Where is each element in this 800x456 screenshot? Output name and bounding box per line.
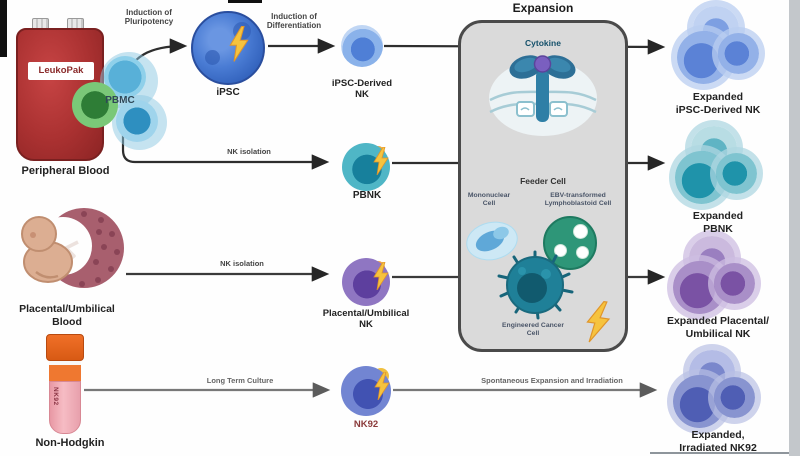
cytokine-receptor-illustration <box>489 55 597 136</box>
cell-blob <box>716 153 757 194</box>
label-line: Umbilical NK <box>685 327 751 340</box>
screen-edge-artifact <box>228 0 262 3</box>
expanded-ipsc-nk-cells <box>676 6 762 90</box>
expansion-title: Expansion <box>512 1 574 15</box>
label-line: Cell <box>526 330 540 338</box>
label-line: Differentiation <box>266 21 322 31</box>
nk-isolation-pb-label: NK isolation <box>227 147 271 156</box>
ipsc-derived-nk-cell <box>341 25 383 67</box>
ipsc-derived-nk-label: iPSC-Derived NK <box>320 78 404 101</box>
tube-body <box>49 381 81 434</box>
pbmc-cell-green <box>72 82 118 128</box>
lightning-bolt-icon <box>373 262 389 290</box>
label-line: Mononuclear <box>467 192 511 199</box>
cell-blob <box>714 377 755 418</box>
label-line: Expanded <box>692 210 744 222</box>
label-line: NK <box>355 89 369 101</box>
tube-band-orange <box>49 365 81 381</box>
non-hodgkin-label: Non-Hodgkin <box>35 437 105 449</box>
lightning-bolt-icon <box>586 300 611 343</box>
pbmc-label: PBMC <box>105 95 135 106</box>
long-term-culture-label: Long Term Culture <box>206 376 274 385</box>
lightning-bolt-icon <box>373 147 389 175</box>
label-line: Placental/Umbilical <box>19 303 115 315</box>
induction-pluripotency-label: Induction of Pluripotency <box>106 8 192 26</box>
label-line: Placental/Umbilical <box>322 308 410 319</box>
label-line: Induction of <box>126 8 172 17</box>
label-line: NK <box>359 319 373 331</box>
label-line: Pluripotency <box>124 17 174 27</box>
cell-blob <box>718 33 759 74</box>
tube-cap <box>46 334 84 361</box>
lightning-bolt-icon <box>374 372 390 400</box>
label-line: Irradiated NK92 <box>679 441 757 454</box>
ipsc-cell <box>191 11 265 85</box>
label-line: iPSC-Derived <box>331 78 393 89</box>
label-line: Expanded Placental/ <box>666 315 770 327</box>
arrow-pbmc-to-pbnk <box>121 130 330 170</box>
label-line: Induction of <box>271 12 317 21</box>
ebv-cell-label: EBV-transformed Lymphoblastoid Cell <box>531 192 625 209</box>
expanded-placental-nk-label: Expanded Placental/ Umbilical NK <box>648 315 788 340</box>
tube-band-white <box>49 361 81 365</box>
placental-blood-label: Placental/Umbilical Blood <box>8 303 126 328</box>
expanded-placental-nk-cells <box>672 236 758 320</box>
placenta-fetus-illustration <box>21 208 124 288</box>
label-line: PBNK <box>703 222 733 235</box>
expanded-nk92-cells <box>672 350 758 434</box>
ebv-vacuole <box>573 224 588 239</box>
label-line: Cell <box>482 200 496 208</box>
expanded-pbnk-cells <box>674 126 760 210</box>
cytokine-label: Cytokine <box>525 38 561 48</box>
nk-isolation-pu-label: NK isolation <box>220 259 264 268</box>
expanded-nk92-label: Expanded, Irradiated NK92 <box>652 429 784 454</box>
induction-differentiation-label: Induction of Differentiation <box>248 12 340 30</box>
pbnk-label: PBNK <box>352 190 382 201</box>
expanded-ipsc-nk-label: Expanded iPSC-Derived NK <box>652 91 784 116</box>
expanded-pbnk-label: Expanded PBNK <box>664 210 772 235</box>
label-line: Expanded, <box>691 429 745 441</box>
screen-edge-artifact <box>789 0 800 456</box>
engineered-cancer-cell-illustration <box>497 250 574 320</box>
label-line: Lymphoblastoid Cell <box>544 200 612 208</box>
ebv-vacuole <box>554 244 567 257</box>
screen-edge-artifact <box>0 0 7 57</box>
ipsc-label: iPSC <box>216 87 240 98</box>
ebv-vacuole <box>576 246 589 259</box>
peripheral-blood-label: Peripheral Blood <box>21 165 110 177</box>
engineered-cancer-label: Engineered Cancer Cell <box>488 322 578 339</box>
spontaneous-expansion-label: Spontaneous Expansion and Irradiation <box>481 376 623 385</box>
label-line: EBV-transformed <box>550 192 606 199</box>
mononuclear-cell-label: Mononuclear Cell <box>460 192 518 209</box>
label-line: Engineered Cancer <box>502 322 564 329</box>
screen-edge-artifact <box>650 452 789 454</box>
pbmc-cell-blue-bottom <box>116 100 158 142</box>
cell-blob <box>714 263 755 304</box>
nk92-label: NK92 <box>353 419 379 430</box>
ipsc-cell-patch <box>205 50 220 65</box>
ebv-cell-illustration <box>543 216 597 270</box>
blood-bag-label: LeukoPak <box>28 62 94 80</box>
label-line: Expanded <box>692 91 744 103</box>
placental-umbilical-nk-label: Placental/Umbilical NK <box>316 308 416 331</box>
lightning-bolt-icon <box>229 26 249 62</box>
tube-text: NK92 <box>52 387 59 406</box>
label-line: iPSC-Derived NK <box>675 103 761 116</box>
feeder-cell-label: Feeder Cell <box>520 176 566 186</box>
label-line: Blood <box>52 315 82 328</box>
